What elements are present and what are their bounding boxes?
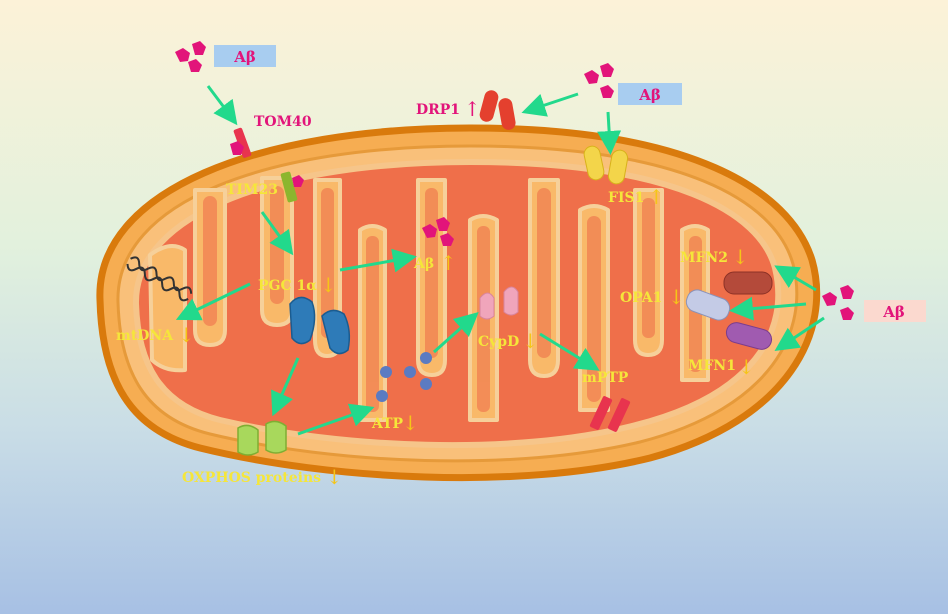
abeta-box-top-left [214,45,276,67]
abeta-cluster-inner [422,217,454,246]
oxphos-protein [237,420,287,456]
tom40-channel [230,127,252,158]
arrows [175,85,825,436]
arrow-abeta-to-opa1 [729,296,807,321]
mptp-channel [589,396,631,432]
opa1-down-arrow: ↓ [668,285,685,309]
arrow-tim23-to-pgc1a [260,211,294,256]
abeta-label-top-left: Aβ [233,48,256,66]
atp-down-arrow: ↓ [402,411,419,435]
arrow-abeta-to-fis1 [597,111,622,155]
abeta-cluster-top-center [584,63,614,98]
mfn1-label: MFN1 [688,358,736,374]
mfn1-down-arrow: ↓ [738,355,755,379]
pgc1a-label: PGC 1α [258,278,317,294]
drp1-label: DRP1 [416,102,460,118]
arrow-abeta-to-mfn1 [774,316,825,351]
tim23-channel [280,171,304,203]
mfn1-protein [725,322,773,350]
abeta-cluster-top-left [175,41,206,72]
abeta-box-top-center [618,83,682,105]
fis1-label: FIS1 [608,190,644,206]
abeta-label-right: Aβ [882,303,905,321]
arrow-cypd-to-mptp [539,332,600,371]
arrow-pgc1a-to-mtdna [175,282,251,321]
cristae-inner [203,186,702,412]
arrow-oxphos-to-atp [297,403,375,436]
tom40-label: TOM40 [254,114,312,130]
cypd-down-arrow: ↓ [522,329,539,353]
mfn2-protein [723,271,773,295]
abeta-cluster-right [822,285,854,320]
opa1-protein [685,289,731,321]
mfn2-label: MFN2 [680,250,728,266]
matrix [132,158,782,449]
cypd-protein [479,286,519,320]
arrow-pgc1a-to-abeta [339,248,417,273]
oxphos-down-arrow: ↓ [326,465,343,489]
arrow-abeta-to-mfn2 [774,265,817,292]
abeta-inner-label: Aβ [413,256,434,272]
atp-molecules [376,352,432,402]
atp-label: ATP [371,416,404,432]
mptp-label: mPTP [582,370,629,386]
abeta-label-top-center: Aβ [638,86,661,104]
opa1-label: OPA1 [620,290,662,306]
arrow-pgc1a-to-oxphos [271,357,300,417]
abeta-box-right [864,300,926,322]
abeta-inner-up-arrow: ↑ [440,251,457,275]
pgc1a-protein [289,296,351,355]
oxphos-label: OXPHOS proteins [182,470,321,486]
drp1-protein [479,90,516,130]
arrow-abeta-to-tom40 [206,85,238,126]
cypd-label: CypD [478,334,519,350]
mfn2-down-arrow: ↓ [732,245,749,269]
fis1-up-arrow: ↑ [648,185,665,209]
pgc1a-down-arrow: ↓ [320,273,337,297]
arrow-abeta-to-drp1 [521,92,579,117]
mtdna-label: mtDNA [116,328,174,344]
arrow-atp-to-cypd [432,311,479,354]
drp1-up-arrow: ↑ [464,97,481,121]
tim23-label: TIM23 [226,182,278,198]
mtdna-down-arrow: ↓ [178,323,195,347]
mtdna-helix [126,256,193,302]
